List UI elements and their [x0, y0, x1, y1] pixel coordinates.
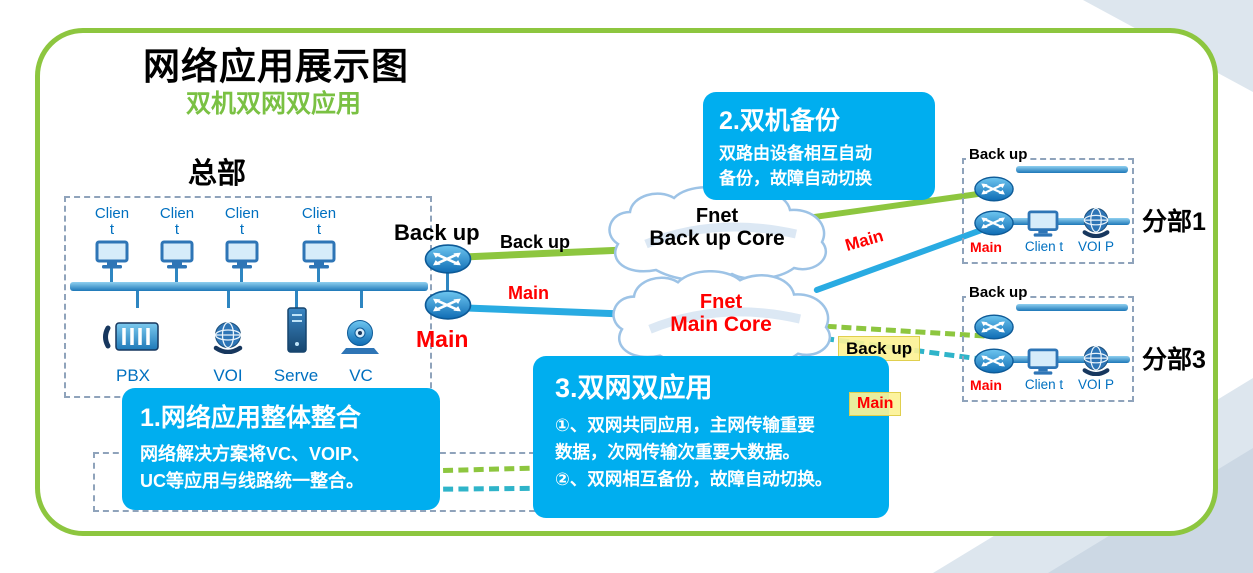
hq-client: Clien t: [214, 205, 270, 275]
hq-lan-bus: [70, 282, 428, 291]
router-icon: [974, 348, 1014, 379]
router-icon: [424, 290, 472, 325]
branch1-main-label: Main: [970, 239, 1002, 255]
callout-dual-network-apps: 3.双网双应用 ①、双网共同应用，主网传输重要 数据，次网传输次重要大数据。 ②…: [533, 356, 889, 518]
branch3-title: 分部3: [1142, 346, 1206, 374]
branch3-voip-label: VOI P: [1078, 377, 1115, 392]
computer-icon: [1026, 210, 1060, 243]
client-label: Clien t: [94, 205, 130, 239]
client-label: Clien t: [301, 205, 337, 239]
computer-icon: [159, 240, 195, 274]
main-line-label: Main: [508, 283, 550, 303]
branch1-client-label: Clien t: [1024, 239, 1064, 254]
callout-body: ①、双网共同应用，主网传输重要 数据，次网传输次重要大数据。 ②、双网相互备份，…: [555, 415, 833, 490]
voip-globe-icon: [1080, 206, 1112, 243]
server-label: Serve: [273, 366, 319, 385]
router-icon: [424, 244, 472, 279]
hq-client: Clien t: [149, 205, 205, 275]
cloud-name: Fnet: [699, 291, 743, 313]
router-icon: [974, 210, 1014, 241]
cloud-name: Fnet: [695, 205, 739, 227]
branch3-backup-label: Back up: [966, 284, 1031, 301]
backup-core-cloud: Fnet Back up Core: [596, 186, 838, 282]
branch3-main-label: Main: [970, 377, 1002, 393]
voip-globe-icon: [1080, 344, 1112, 381]
backup-router-label: Back up: [394, 220, 480, 245]
client-label: Clien t: [224, 205, 260, 239]
branch3-client-label: Clien t: [1024, 377, 1064, 392]
branch1-backup-bus: [1016, 166, 1128, 173]
callout-network-integration: 1.网络应用整体整合 网络解决方案将VC、VOIP、 UC等应用与线路统一整合。: [122, 388, 440, 510]
cloud-watermark: [644, 222, 797, 249]
callout-title: 3.双网双应用: [555, 373, 713, 403]
hq-client: Clien t: [291, 205, 347, 275]
video-camera-icon: [338, 318, 382, 361]
computer-icon: [1026, 348, 1060, 381]
callout-body: 网络解决方案将VC、VOIP、 UC等应用与线路统一整合。: [140, 444, 371, 491]
computer-icon: [301, 240, 337, 274]
branch1-voip-label: VOI P: [1078, 239, 1115, 254]
main-core-cloud: Fnet Main Core: [600, 270, 842, 368]
device-drop-line: [360, 291, 363, 308]
branch1-main-bus: [1008, 218, 1130, 225]
branch3-main-line-label: Main: [849, 392, 902, 416]
cloud-core-label: Main Core: [670, 313, 772, 336]
client-label: Clien t: [159, 205, 195, 239]
vc-label: VC: [349, 366, 373, 385]
computer-icon: [94, 240, 130, 274]
branch3-backup-bus: [1016, 304, 1128, 311]
branch1-title: 分部1: [1142, 208, 1206, 236]
pbx-label: PBX: [115, 366, 151, 385]
cloud-core-label: Back up Core: [649, 227, 785, 250]
client-drop-line: [317, 268, 320, 283]
client-drop-line: [110, 268, 113, 283]
hq-title: 总部: [188, 158, 247, 190]
main-router-label: Main: [416, 326, 469, 352]
router-icon: [974, 314, 1014, 345]
branch1-backup-label: Back up: [966, 146, 1031, 163]
router-link-line: [446, 265, 449, 295]
computer-icon: [224, 240, 260, 274]
page-subtitle: 双机双网双应用: [186, 90, 362, 118]
callout-title: 2.双机备份: [719, 107, 840, 135]
callout-body: 双路由设备相互自动 备份，故障自动切换: [719, 144, 872, 188]
branch3-box: [962, 296, 1134, 402]
callout-dual-machine-backup: 2.双机备份 双路由设备相互自动 备份，故障自动切换: [703, 92, 935, 200]
client-drop-line: [240, 268, 243, 283]
router-icon: [974, 176, 1014, 207]
hq-client: Clien t: [84, 205, 140, 275]
device-drop-line: [136, 291, 139, 308]
client-drop-line: [175, 268, 178, 283]
branch1-box: [962, 158, 1134, 264]
server-icon: [285, 306, 309, 359]
cloud-watermark: [648, 307, 801, 334]
backup-line-label: Back up: [500, 232, 571, 252]
device-drop-line: [295, 291, 298, 308]
page-title: 网络应用展示图: [143, 46, 409, 87]
voip-globe-icon: [211, 320, 245, 359]
callout-title: 1.网络应用整体整合: [140, 404, 361, 432]
device-drop-line: [227, 291, 230, 308]
pbx-icon: [102, 318, 162, 361]
voip-label: VOI: [213, 366, 243, 385]
branch3-main-bus: [1008, 356, 1130, 363]
